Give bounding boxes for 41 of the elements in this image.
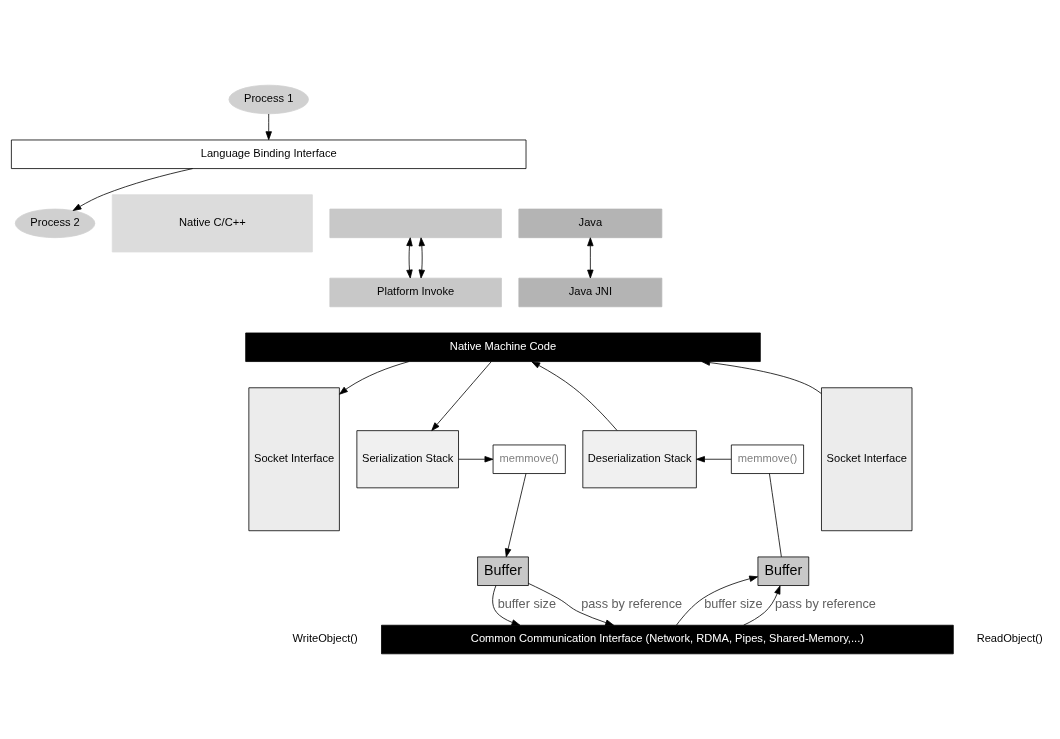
arrow	[492, 585, 521, 626]
arrow	[676, 575, 758, 626]
label: WriteObject()	[292, 632, 358, 645]
node-box: Java JNI	[518, 277, 663, 308]
node-box: memmove()	[730, 444, 804, 474]
node-ellipse: Process 2	[14, 208, 96, 239]
node-box: Java	[518, 208, 663, 239]
node-ellipse: Process 1	[228, 84, 309, 115]
node-box: Serialization Stack	[356, 430, 459, 489]
label: ReadObject()	[976, 632, 1043, 645]
node-box: Native Machine Code	[245, 332, 761, 362]
edge-label: pass by reference	[775, 597, 876, 612]
node-box: Socket Interface	[821, 387, 913, 532]
edge-label: buffer size	[704, 597, 763, 612]
node-box: Native C/C++	[111, 194, 313, 253]
arrow	[265, 113, 272, 141]
node-box: Language Binding Interface	[11, 139, 527, 169]
arrow	[458, 456, 494, 463]
node-box: Common Communication Interface (Network, RDMA, Pipes, Shared-Memory,...)	[381, 624, 954, 655]
arrow	[406, 237, 413, 279]
node-box: Buffer	[477, 556, 529, 586]
arrow	[528, 583, 614, 626]
node-box: Buffer	[757, 556, 810, 586]
edge-label: pass by reference	[581, 597, 683, 612]
arrow	[696, 456, 732, 463]
arrow	[431, 361, 492, 431]
arrow	[743, 585, 781, 626]
arrow	[701, 359, 822, 394]
arrow	[72, 168, 194, 211]
arrow	[339, 361, 410, 395]
arrow	[504, 473, 527, 558]
edge-label: buffer size	[497, 597, 556, 612]
node-box: Socket Interface	[248, 387, 340, 532]
arrow	[418, 237, 425, 279]
node-box	[329, 208, 502, 239]
arrow	[587, 237, 594, 279]
connector	[769, 473, 782, 558]
arrow	[531, 361, 618, 431]
node-box: memmove()	[492, 444, 566, 474]
node-box: Deserialization Stack	[582, 430, 697, 489]
node-box: Platform Invoke	[329, 277, 502, 308]
